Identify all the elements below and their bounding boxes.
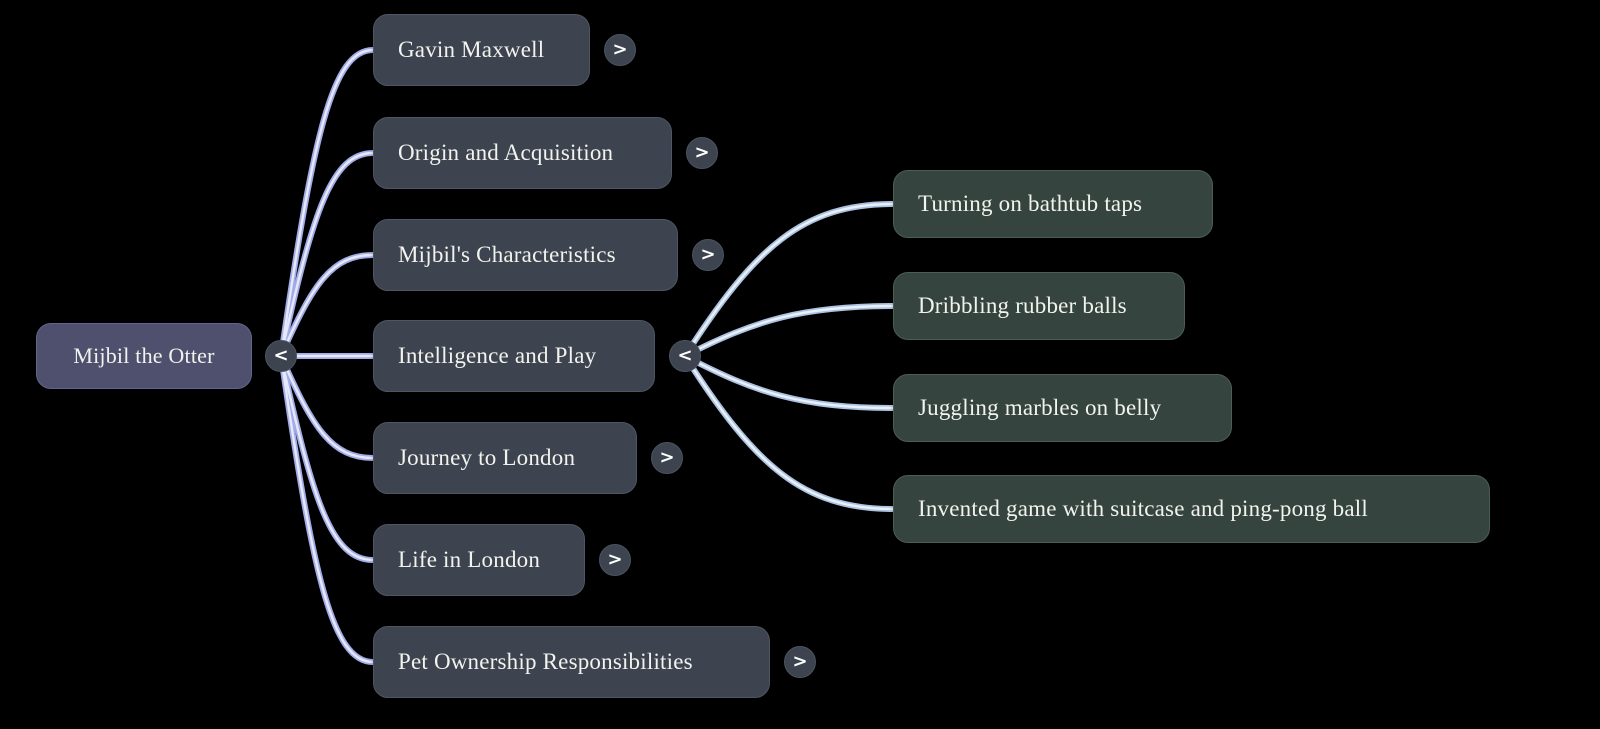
node-label: Turning on bathtub taps	[918, 191, 1143, 216]
node-turning-on-bathtub-taps[interactable]: Turning on bathtub taps	[893, 170, 1213, 238]
node-label: Origin and Acquisition	[398, 140, 614, 165]
node-label: Pet Ownership Responsibilities	[398, 649, 693, 674]
expand-button-mijbils-characteristics[interactable]: >	[692, 239, 724, 271]
node-mijbil-the-otter[interactable]: Mijbil the Otter	[36, 323, 252, 389]
node-gavin-maxwell[interactable]: Gavin Maxwell	[373, 14, 590, 86]
node-pet-ownership-responsibilities[interactable]: Pet Ownership Responsibilities	[373, 626, 770, 698]
node-label: Gavin Maxwell	[398, 37, 545, 62]
expand-button-journey-to-london[interactable]: >	[651, 442, 683, 474]
node-dribbling-rubber-balls[interactable]: Dribbling rubber balls	[893, 272, 1185, 340]
node-juggling-marbles-on-belly[interactable]: Juggling marbles on belly	[893, 374, 1232, 442]
node-life-in-london[interactable]: Life in London	[373, 524, 585, 596]
node-label: Mijbil's Characteristics	[398, 242, 616, 267]
node-label: Mijbil the Otter	[73, 343, 215, 368]
node-label: Juggling marbles on belly	[918, 395, 1162, 420]
expand-button-gavin-maxwell[interactable]: >	[604, 34, 636, 66]
node-label: Life in London	[398, 547, 541, 572]
collapse-button-root[interactable]: <	[265, 340, 297, 372]
node-label: Journey to London	[398, 445, 576, 470]
expand-button-life-in-london[interactable]: >	[599, 544, 631, 576]
expand-button-origin-and-acquisition[interactable]: >	[686, 137, 718, 169]
node-origin-and-acquisition[interactable]: Origin and Acquisition	[373, 117, 672, 189]
node-mijbils-characteristics[interactable]: Mijbil's Characteristics	[373, 219, 678, 291]
node-intelligence-and-play[interactable]: Intelligence and Play	[373, 320, 655, 392]
collapse-button-intelligence-and-play[interactable]: <	[669, 340, 701, 372]
node-label: Intelligence and Play	[398, 343, 597, 368]
node-invented-game-with-suitcase-and-ping-pong-ball[interactable]: Invented game with suitcase and ping-pon…	[893, 475, 1490, 543]
node-label: Dribbling rubber balls	[918, 293, 1127, 318]
expand-button-pet-ownership-responsibilities[interactable]: >	[784, 646, 816, 678]
node-label: Invented game with suitcase and ping-pon…	[918, 496, 1368, 521]
node-journey-to-london[interactable]: Journey to London	[373, 422, 637, 494]
